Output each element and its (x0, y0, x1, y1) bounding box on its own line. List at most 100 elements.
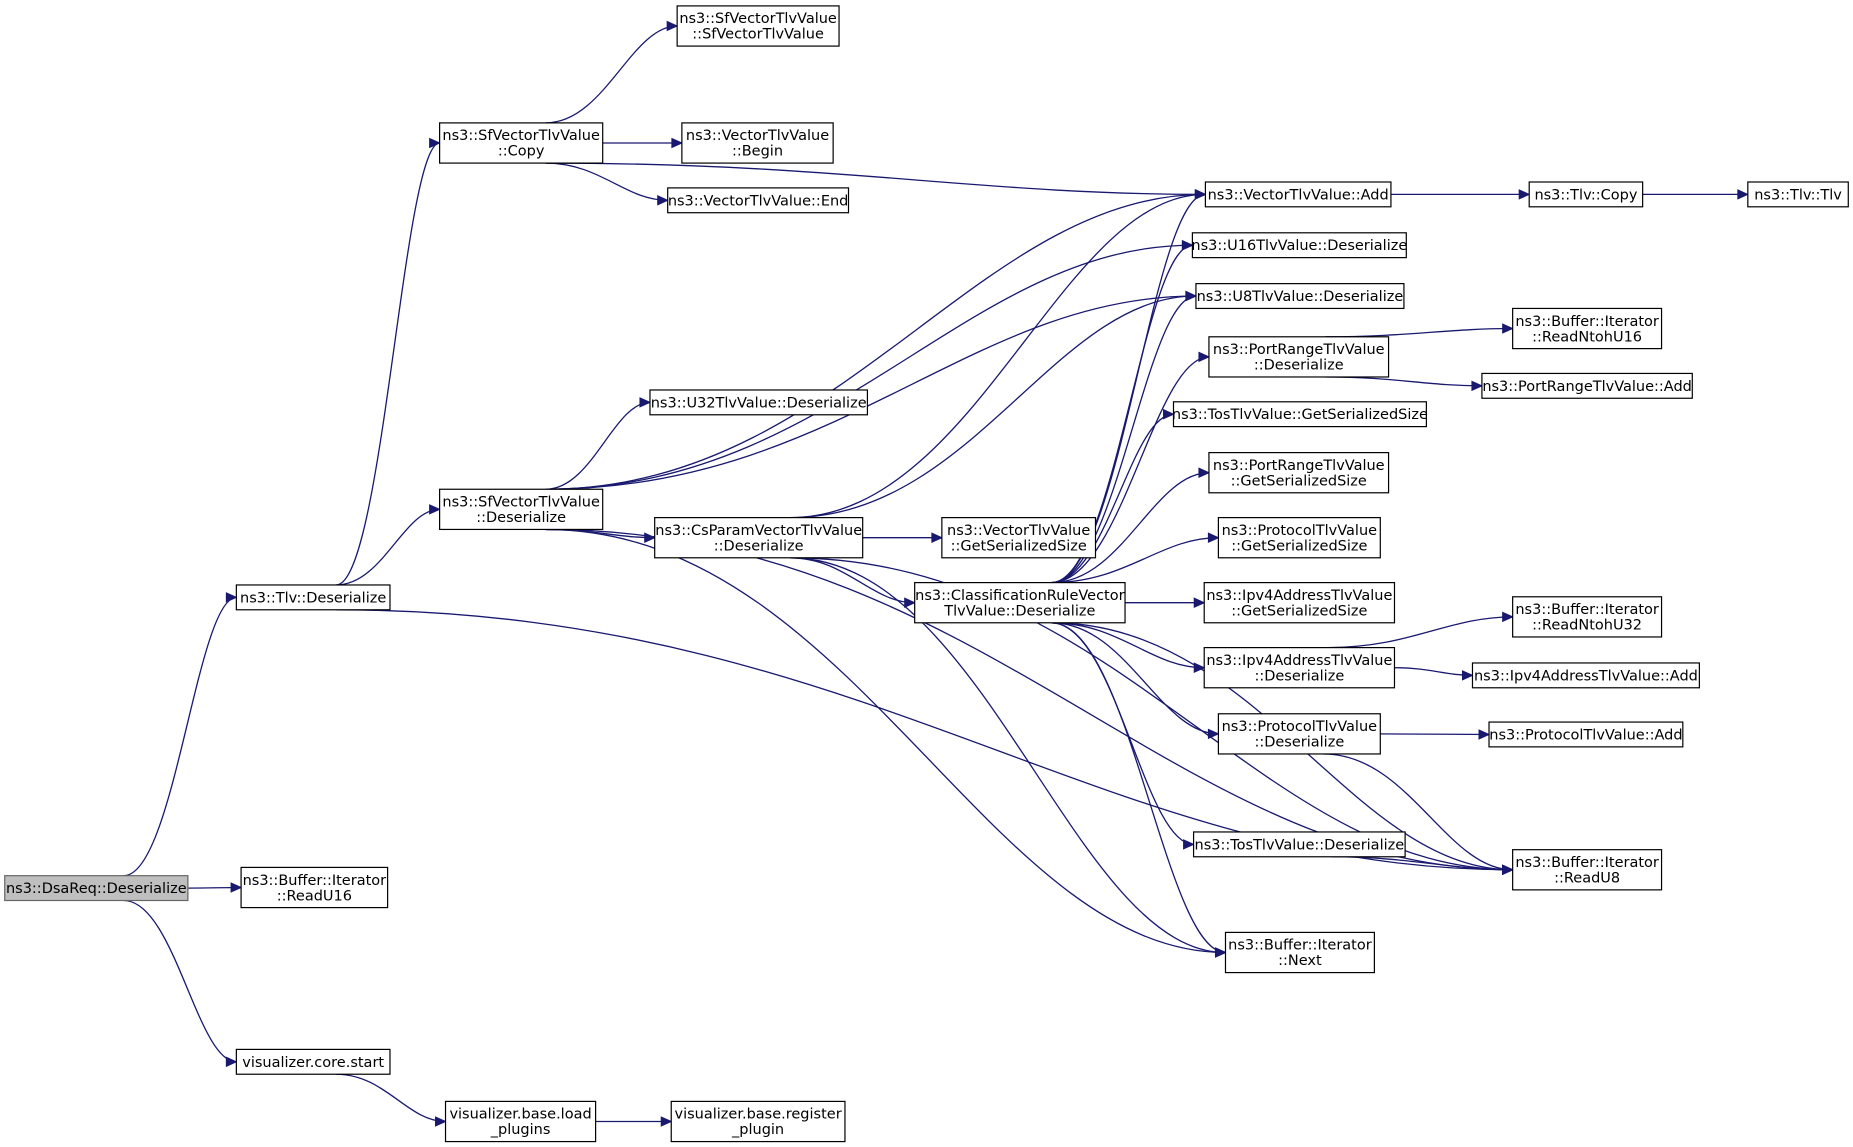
node-ipv4-add[interactable]: ns3::Ipv4AddressTlvValue::Add (1471, 662, 1700, 689)
arrowhead (1502, 323, 1514, 334)
edge-csparam_deserialize-to-iter_readu8 (789, 557, 1513, 871)
node-label: ns3::CsParamVectorTlvValue (655, 523, 862, 539)
node-tlv-deserialize[interactable]: ns3::Tlv::Deserialize (235, 584, 391, 611)
arrowhead (1518, 189, 1531, 200)
edge-classrule_deserialize-to-tos_getsize (1051, 413, 1174, 584)
arrowhead (1214, 947, 1227, 958)
node-label: ::SfVectorTlvValue (692, 27, 824, 43)
arrowhead (1737, 189, 1750, 200)
node-label: visualizer.base.register (675, 1107, 842, 1123)
arrowhead (666, 20, 679, 32)
node-vec-add[interactable]: ns3::VectorTlvValue::Add (1204, 181, 1392, 208)
arrowhead (1198, 351, 1211, 363)
node-protocol-deserialize[interactable]: ns3::ProtocolTlvValue::Deserialize (1217, 713, 1381, 755)
edge-portrange_deserialize-to-portrange_add (1325, 376, 1482, 387)
node-portrange-add[interactable]: ns3::PortRangeTlvValue::Add (1481, 372, 1693, 399)
edge-classrule_deserialize-to-ipv4_deserialize (1051, 622, 1205, 669)
node-box (1203, 647, 1396, 689)
node-box (1488, 721, 1684, 748)
node-box (240, 866, 389, 909)
node-u8-deserialize[interactable]: ns3::U8TlvValue::Deserialize (1195, 283, 1405, 310)
node-label: ns3::Buffer::Iterator (1515, 855, 1659, 871)
node-label: ns3::TosTlvValue::GetSerializedSize (1172, 407, 1428, 423)
node-label: ::Begin (732, 144, 783, 160)
node-tlv-tlv[interactable]: ns3::Tlv::Tlv (1747, 181, 1849, 208)
node-box (914, 582, 1126, 624)
arrowhead (1207, 532, 1220, 543)
node-vec-end[interactable]: ns3::VectorTlvValue::End (667, 187, 850, 214)
node-visualizer-core-start[interactable]: visualizer.core.start (235, 1048, 391, 1075)
edge-dsareq_deserialize-to-tlv_deserialize (123, 596, 237, 877)
node-label: ::Copy (498, 144, 545, 160)
node-visualizer-base-register-plugin[interactable]: visualizer.base.register_plugin (670, 1100, 846, 1143)
node-csparam-deserialize[interactable]: ns3::CsParamVectorTlvValue::Deserialize (654, 517, 864, 559)
edge-portrange_deserialize-to-iter_readntohu16 (1325, 327, 1513, 338)
edge-classrule_deserialize-to-protocol_getsize (1051, 537, 1219, 584)
arrowhead (1478, 729, 1491, 740)
node-u32-deserialize[interactable]: ns3::U32TlvValue::Deserialize (649, 389, 869, 416)
node-tos-getsize[interactable]: ns3::TosTlvValue::GetSerializedSize (1172, 401, 1428, 428)
node-sfvec-deserialize[interactable]: ns3::SfVectorTlvValue::Deserialize (439, 488, 604, 531)
arrowhead (1185, 290, 1198, 302)
node-vec-begin[interactable]: ns3::VectorTlvValue::Begin (681, 122, 834, 164)
node-dsareq-deserialize[interactable]: ns3::DsaReq::Deserialize (4, 875, 189, 902)
node-box (439, 122, 604, 164)
edge-dsareq_deserialize-to-visualizer_core_start (123, 899, 237, 1063)
node-protocol-add[interactable]: ns3::ProtocolTlvValue::Add (1488, 721, 1684, 748)
node-tlv-copy[interactable]: ns3::Tlv::Copy (1528, 181, 1644, 208)
node-label: ::ReadNtohU16 (1532, 329, 1642, 345)
node-vec-getsize[interactable]: ns3::VectorTlvValue::GetSerializedSize (941, 517, 1097, 559)
edge-sfvec_deserialize-to-iter_readu8 (545, 528, 1513, 871)
node-label: _plugins (490, 1122, 551, 1138)
node-iter-readu8[interactable]: ns3::Buffer::Iterator::ReadU8 (1512, 849, 1663, 891)
node-ipv4-getsize[interactable]: ns3::Ipv4AddressTlvValue::GetSerializedS… (1203, 582, 1396, 624)
node-sfvec-copy[interactable]: ns3::SfVectorTlvValue::Copy (439, 122, 604, 164)
edge-protocol_deserialize-to-iter_readu8 (1323, 753, 1513, 871)
node-label: ns3::U32TlvValue::Deserialize (651, 395, 867, 411)
node-ipv4-deserialize[interactable]: ns3::Ipv4AddressTlvValue::Deserialize (1203, 647, 1396, 689)
node-tos-deserialize[interactable]: ns3::TosTlvValue::Deserialize (1192, 831, 1406, 858)
node-portrange-deserialize[interactable]: ns3::PortRangeTlvValue::Deserialize (1208, 336, 1390, 378)
arrowhead (225, 1056, 238, 1068)
node-iter-next[interactable]: ns3::Buffer::Iterator::Next (1224, 931, 1375, 974)
node-label: ns3::DsaReq::Deserialize (6, 881, 187, 897)
node-label: ::GetSerializedSize (951, 538, 1087, 554)
node-label: ::Deserialize (1254, 668, 1344, 684)
node-label: ns3::PortRangeTlvValue (1213, 342, 1385, 358)
node-iter-readntohu32[interactable]: ns3::Buffer::Iterator::ReadNtohU32 (1512, 596, 1663, 638)
node-box (1192, 831, 1406, 858)
node-label: ns3::PortRangeTlvValue (1213, 458, 1385, 474)
node-label: ns3::ProtocolTlvValue (1222, 523, 1378, 539)
arrowhead (230, 882, 243, 893)
node-label: ns3::Tlv::Copy (1534, 187, 1637, 203)
node-label: ::GetSerializedSize (1231, 603, 1367, 619)
node-protocol-getsize[interactable]: ns3::ProtocolTlvValue::GetSerializedSize (1217, 517, 1381, 559)
node-label: visualizer.core.start (242, 1055, 384, 1071)
arrowhead (1181, 239, 1194, 251)
edge-classrule_deserialize-to-protocol_deserialize (1051, 622, 1219, 735)
edge-sfvec_copy-to-sfvec_ctor (545, 25, 678, 124)
node-box (1471, 662, 1700, 689)
node-iter-readntohu16[interactable]: ns3::Buffer::Iterator::ReadNtohU16 (1512, 307, 1663, 350)
node-label: ns3::Buffer::Iterator (243, 873, 387, 889)
node-label: ns3::Buffer::Iterator (1228, 938, 1372, 954)
node-box (1208, 336, 1390, 378)
node-box (1172, 401, 1427, 428)
node-portrange-getsize[interactable]: ns3::PortRangeTlvValue::GetSerializedSiz… (1208, 452, 1390, 494)
node-iter-readu16[interactable]: ns3::Buffer::Iterator::ReadU16 (240, 866, 389, 909)
node-label: ns3::U16TlvValue::Deserialize (1191, 238, 1407, 254)
edge-visualizer_core_start-to-visualizer_base_load_plugins (336, 1073, 446, 1123)
node-label: ns3::Tlv::Deserialize (240, 590, 386, 606)
arrowhead (429, 137, 441, 149)
node-u16-deserialize[interactable]: ns3::U16TlvValue::Deserialize (1191, 232, 1407, 259)
node-label: visualizer.base.load (449, 1107, 591, 1123)
node-label: ns3::SfVectorTlvValue (442, 495, 600, 511)
node-label: ns3::Ipv4AddressTlvValue (1206, 588, 1392, 604)
node-classrule-deserialize[interactable]: ns3::ClassificationRuleVectorTlvValue::D… (914, 582, 1126, 624)
arrowhead (904, 597, 916, 608)
node-sfvec-ctor[interactable]: ns3::SfVectorTlvValue::SfVectorTlvValue (676, 5, 840, 47)
arrowhead (1183, 839, 1195, 850)
node-label: ::Deserialize (476, 510, 566, 526)
node-visualizer-base-load-plugins[interactable]: visualizer.base.load_plugins (444, 1100, 597, 1143)
